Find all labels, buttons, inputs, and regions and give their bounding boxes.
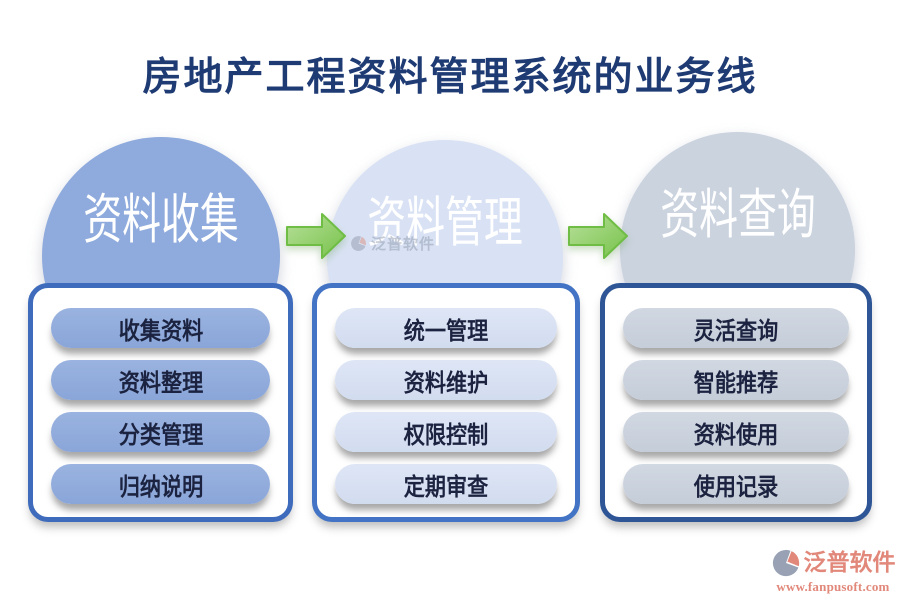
stage-panel-query: 灵活查询 智能推荐 资料使用 使用记录: [600, 283, 872, 522]
list-item: 资料维护: [335, 360, 557, 400]
list-item: 统一管理: [335, 308, 557, 348]
list-item: 资料使用: [623, 412, 849, 452]
flow-arrow-icon: [568, 213, 628, 259]
list-item: 权限控制: [335, 412, 557, 452]
watermark: 泛普软件: [350, 233, 435, 254]
list-item: 定期审查: [335, 464, 557, 504]
list-item: 分类管理: [51, 412, 270, 452]
list-item: 资料整理: [51, 360, 270, 400]
stage-title-manage: 资料管理: [367, 193, 523, 253]
flow-arrow-icon: [286, 213, 346, 259]
list-item: 使用记录: [623, 464, 849, 504]
list-item: 智能推荐: [623, 360, 849, 400]
stage-title-query: 资料查询: [659, 185, 816, 245]
stage-panel-collect: 收集资料 资料整理 分类管理 归纳说明: [28, 283, 293, 522]
list-item: 灵活查询: [623, 308, 849, 348]
stage-title-collect: 资料收集: [83, 190, 239, 250]
list-item: 收集资料: [51, 308, 270, 348]
brand-name: 泛普软件: [803, 550, 896, 576]
fanpu-logo-icon: [351, 236, 366, 251]
watermark-brand-text: 泛普软件: [371, 237, 436, 253]
brand-url: www.fanpusoft.com: [776, 579, 890, 594]
page-title: 房地产工程资料管理系统的业务线: [142, 56, 758, 99]
footer-brand: 泛普软件 www.fanpusoft.com: [768, 548, 898, 595]
fanpu-logo-icon: [772, 549, 799, 577]
list-item: 归纳说明: [51, 464, 270, 504]
stage-panel-manage: 统一管理 资料维护 权限控制 定期审查: [312, 283, 580, 522]
